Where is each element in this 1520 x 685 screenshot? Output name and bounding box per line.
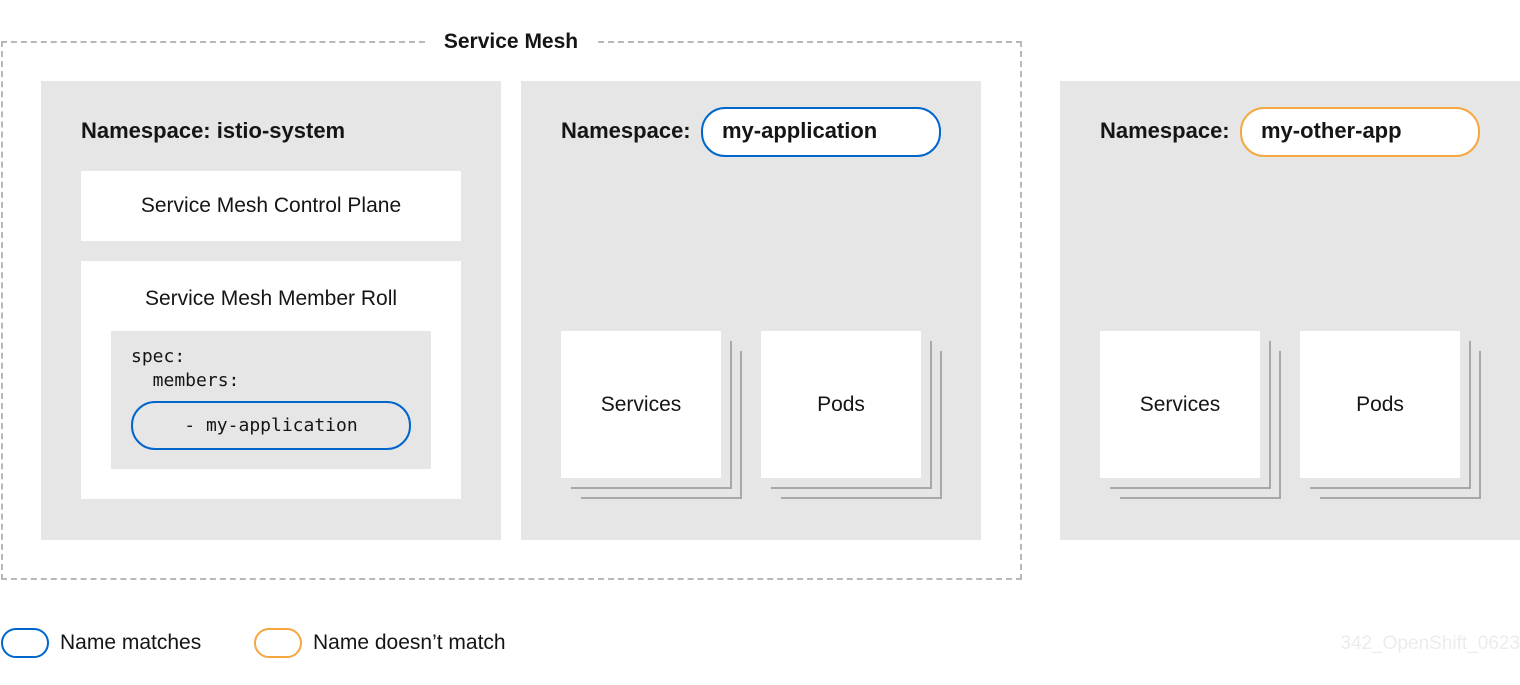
- services-label: Services: [600, 392, 682, 416]
- legend-match-swatch: [1, 628, 49, 658]
- namespace-my-other-app-prefix: Namespace:: [1100, 118, 1230, 143]
- namespace-istio-system-label: Namespace: istio-system: [81, 118, 346, 143]
- pods-stack-shadow-2: [781, 351, 942, 499]
- service-mesh-title: Service Mesh: [425, 26, 597, 58]
- namespace-my-application-prefix: Namespace:: [561, 118, 691, 143]
- services-stack-shadow-2: [581, 351, 742, 499]
- other-pods-stack-shadow-2: [1320, 351, 1481, 499]
- code-spec-line: spec:: [131, 346, 186, 367]
- control-plane-label: Service Mesh Control Plane: [140, 194, 402, 217]
- services-stack-shadow-1: [571, 341, 732, 489]
- other-pods-label: Pods: [1356, 392, 1404, 416]
- legend-mismatch-swatch: [254, 628, 302, 658]
- namespace-name-pill-my-application: my-application: [701, 107, 941, 157]
- figure-id-watermark: 342_OpenShift_0623: [1340, 633, 1520, 654]
- services-card: Services: [561, 331, 721, 478]
- other-services-stack-shadow-2: [1120, 351, 1281, 499]
- other-services-card: Services: [1100, 331, 1260, 478]
- other-pods-card: Pods: [1300, 331, 1460, 478]
- other-pods-stack-shadow-1: [1310, 341, 1471, 489]
- legend-match-label: Name matches: [60, 631, 202, 654]
- pods-stack-shadow-1: [771, 341, 932, 489]
- legend-mismatch-label: Name doesn’t match: [313, 631, 506, 654]
- pods-card: Pods: [761, 331, 921, 478]
- other-services-label: Services: [1139, 392, 1221, 416]
- pods-label: Pods: [817, 392, 865, 416]
- other-services-stack-shadow-1: [1110, 341, 1271, 489]
- code-members-line: members:: [131, 370, 240, 391]
- control-plane-box: Service Mesh Control Plane: [81, 171, 461, 241]
- member-entry-pill: - my-application: [131, 401, 411, 450]
- namespace-name-pill-my-other-app: my-other-app: [1240, 107, 1480, 157]
- member-roll-title: Service Mesh Member Roll: [144, 287, 398, 310]
